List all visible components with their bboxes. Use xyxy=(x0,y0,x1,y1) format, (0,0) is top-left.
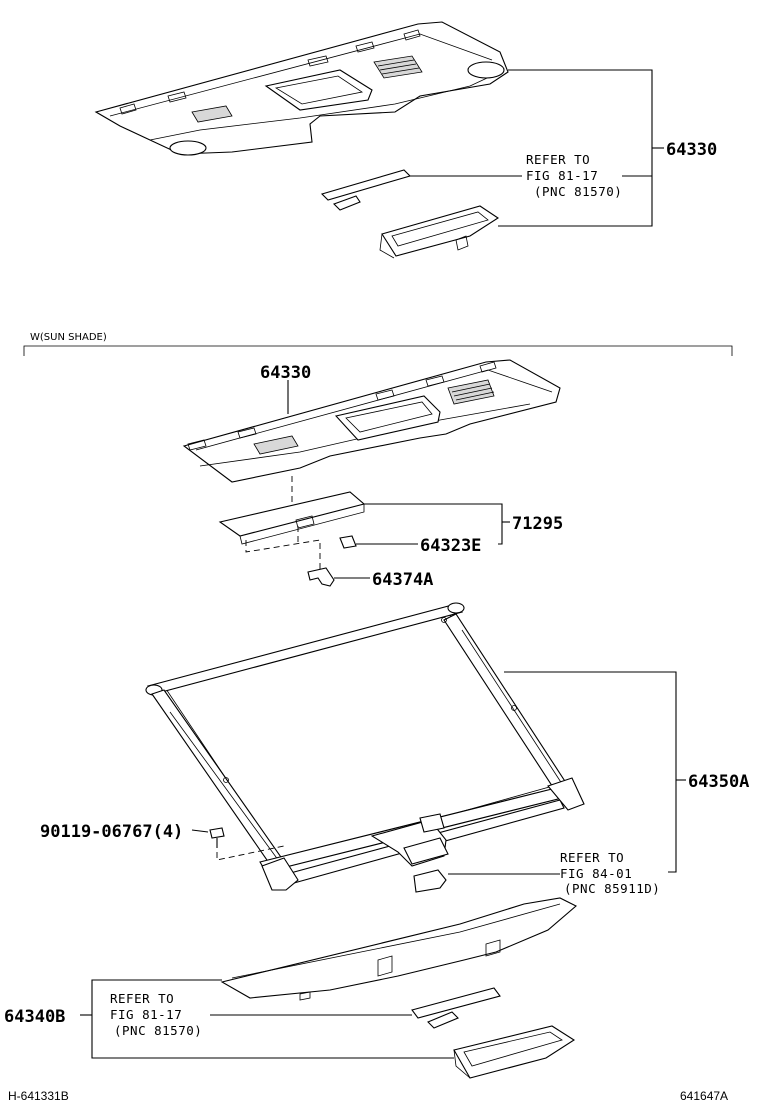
part-number-64330-sunshade: 64330 xyxy=(260,363,311,383)
section-label: W(SUN SHADE) xyxy=(30,332,107,343)
sunshade-dashed-guides xyxy=(245,476,321,574)
footer-right-code: 641647A xyxy=(680,1089,728,1103)
ref-top-line2: FIG 81-17 xyxy=(526,168,598,183)
footer-left-code: H-641331B xyxy=(8,1089,69,1103)
part-number-screw: 90119-06767(4) xyxy=(40,822,183,842)
lower-lid-drawing xyxy=(453,1025,576,1079)
ref-middle-line1: REFER TO xyxy=(560,850,624,865)
section-bracket xyxy=(23,345,733,356)
top-leaders xyxy=(410,69,664,227)
part-number-64374a: 64374A xyxy=(372,570,433,590)
lower-trim-drawing xyxy=(220,897,577,1001)
ref-bottom-line1: REFER TO xyxy=(110,991,174,1006)
ref-top-line1: REFER TO xyxy=(526,152,590,167)
top-lid-drawing xyxy=(379,205,500,259)
clip-64374a-drawing xyxy=(307,567,335,587)
cover-panel-drawing xyxy=(218,491,366,545)
part-number-64350a: 64350A xyxy=(688,772,749,792)
top-package-tray-drawing xyxy=(94,21,509,156)
part-number-64323e: 64323E xyxy=(420,536,481,556)
ref-top-line3: (PNC 81570) xyxy=(534,184,622,199)
part-number-64330-top: 64330 xyxy=(666,140,717,160)
cover-leaders xyxy=(334,503,510,579)
ref-middle-line3: (PNC 85911D) xyxy=(564,881,660,896)
ref-bottom-line2: FIG 81-17 xyxy=(110,1007,182,1022)
top-rod-drawing xyxy=(320,169,412,211)
lower-leaders xyxy=(80,979,454,1059)
ref-bottom-line3: (PNC 81570) xyxy=(114,1023,202,1038)
roller-leaders xyxy=(191,671,686,875)
clip-64323e-drawing xyxy=(339,535,357,549)
lower-rod-drawing xyxy=(411,987,501,1029)
sunshade-tray-drawing xyxy=(182,359,561,483)
roller-shade-frame-drawing xyxy=(145,602,585,893)
ref-middle-line2: FIG 84-01 xyxy=(560,866,632,881)
part-number-71295: 71295 xyxy=(512,514,563,534)
screw-drawing xyxy=(209,827,285,861)
part-number-64340b: 64340B xyxy=(4,1007,65,1027)
